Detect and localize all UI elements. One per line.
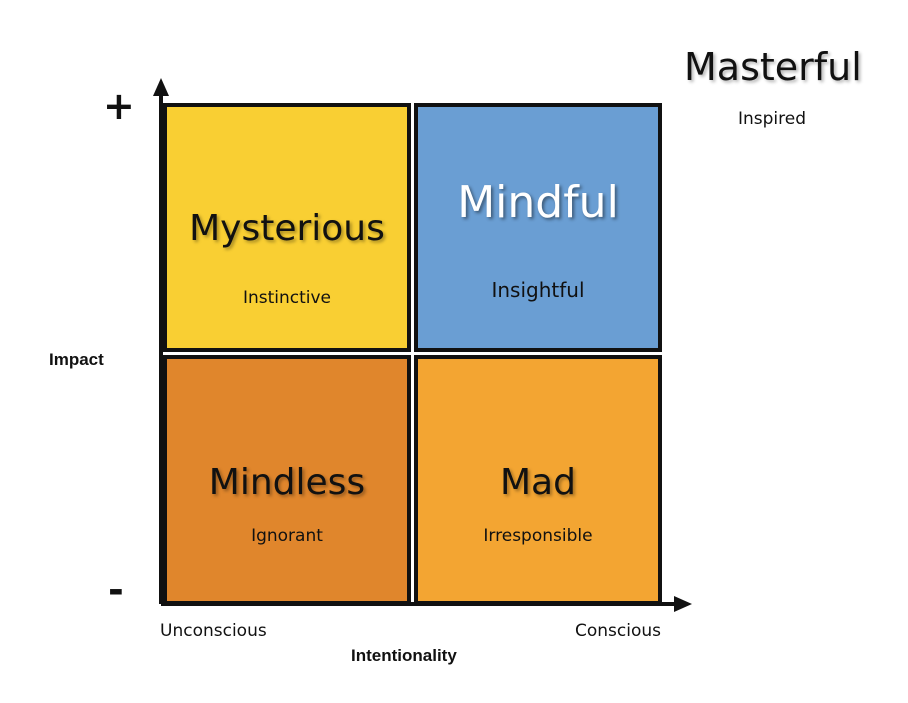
quadrant-title: Mindless xyxy=(208,462,366,503)
quadrant-subtitle: Instinctive xyxy=(242,288,332,308)
quadrant-subtitle: Irresponsible xyxy=(483,526,593,546)
quadrant-mysterious: Mysterious Instinctive xyxy=(163,103,411,352)
x-axis-label: Intentionality xyxy=(351,646,457,665)
y-axis-arrow xyxy=(153,78,169,96)
quadrant-mad: Mad Irresponsible xyxy=(414,355,662,605)
quadrant-subtitle: Insightful xyxy=(491,278,585,302)
quadrant-title: Mindful xyxy=(457,177,619,228)
y-axis-high-marker: + xyxy=(103,84,135,128)
y-axis-low-marker: - xyxy=(108,568,124,612)
y-axis-label: Impact xyxy=(49,350,104,369)
x-axis-high-label: Conscious xyxy=(575,621,662,641)
quadrant-subtitle: Ignorant xyxy=(251,526,323,546)
masterful-title: Masterful xyxy=(684,45,862,89)
masterful-subtitle: Inspired xyxy=(738,109,807,129)
x-axis-arrow xyxy=(674,596,692,612)
quadrant-mindful: Mindful Insightful xyxy=(414,103,662,352)
x-axis-low-label: Unconscious xyxy=(160,621,267,641)
quadrant-title: Mysterious xyxy=(189,208,385,249)
quadrant-title: Mad xyxy=(500,462,576,503)
